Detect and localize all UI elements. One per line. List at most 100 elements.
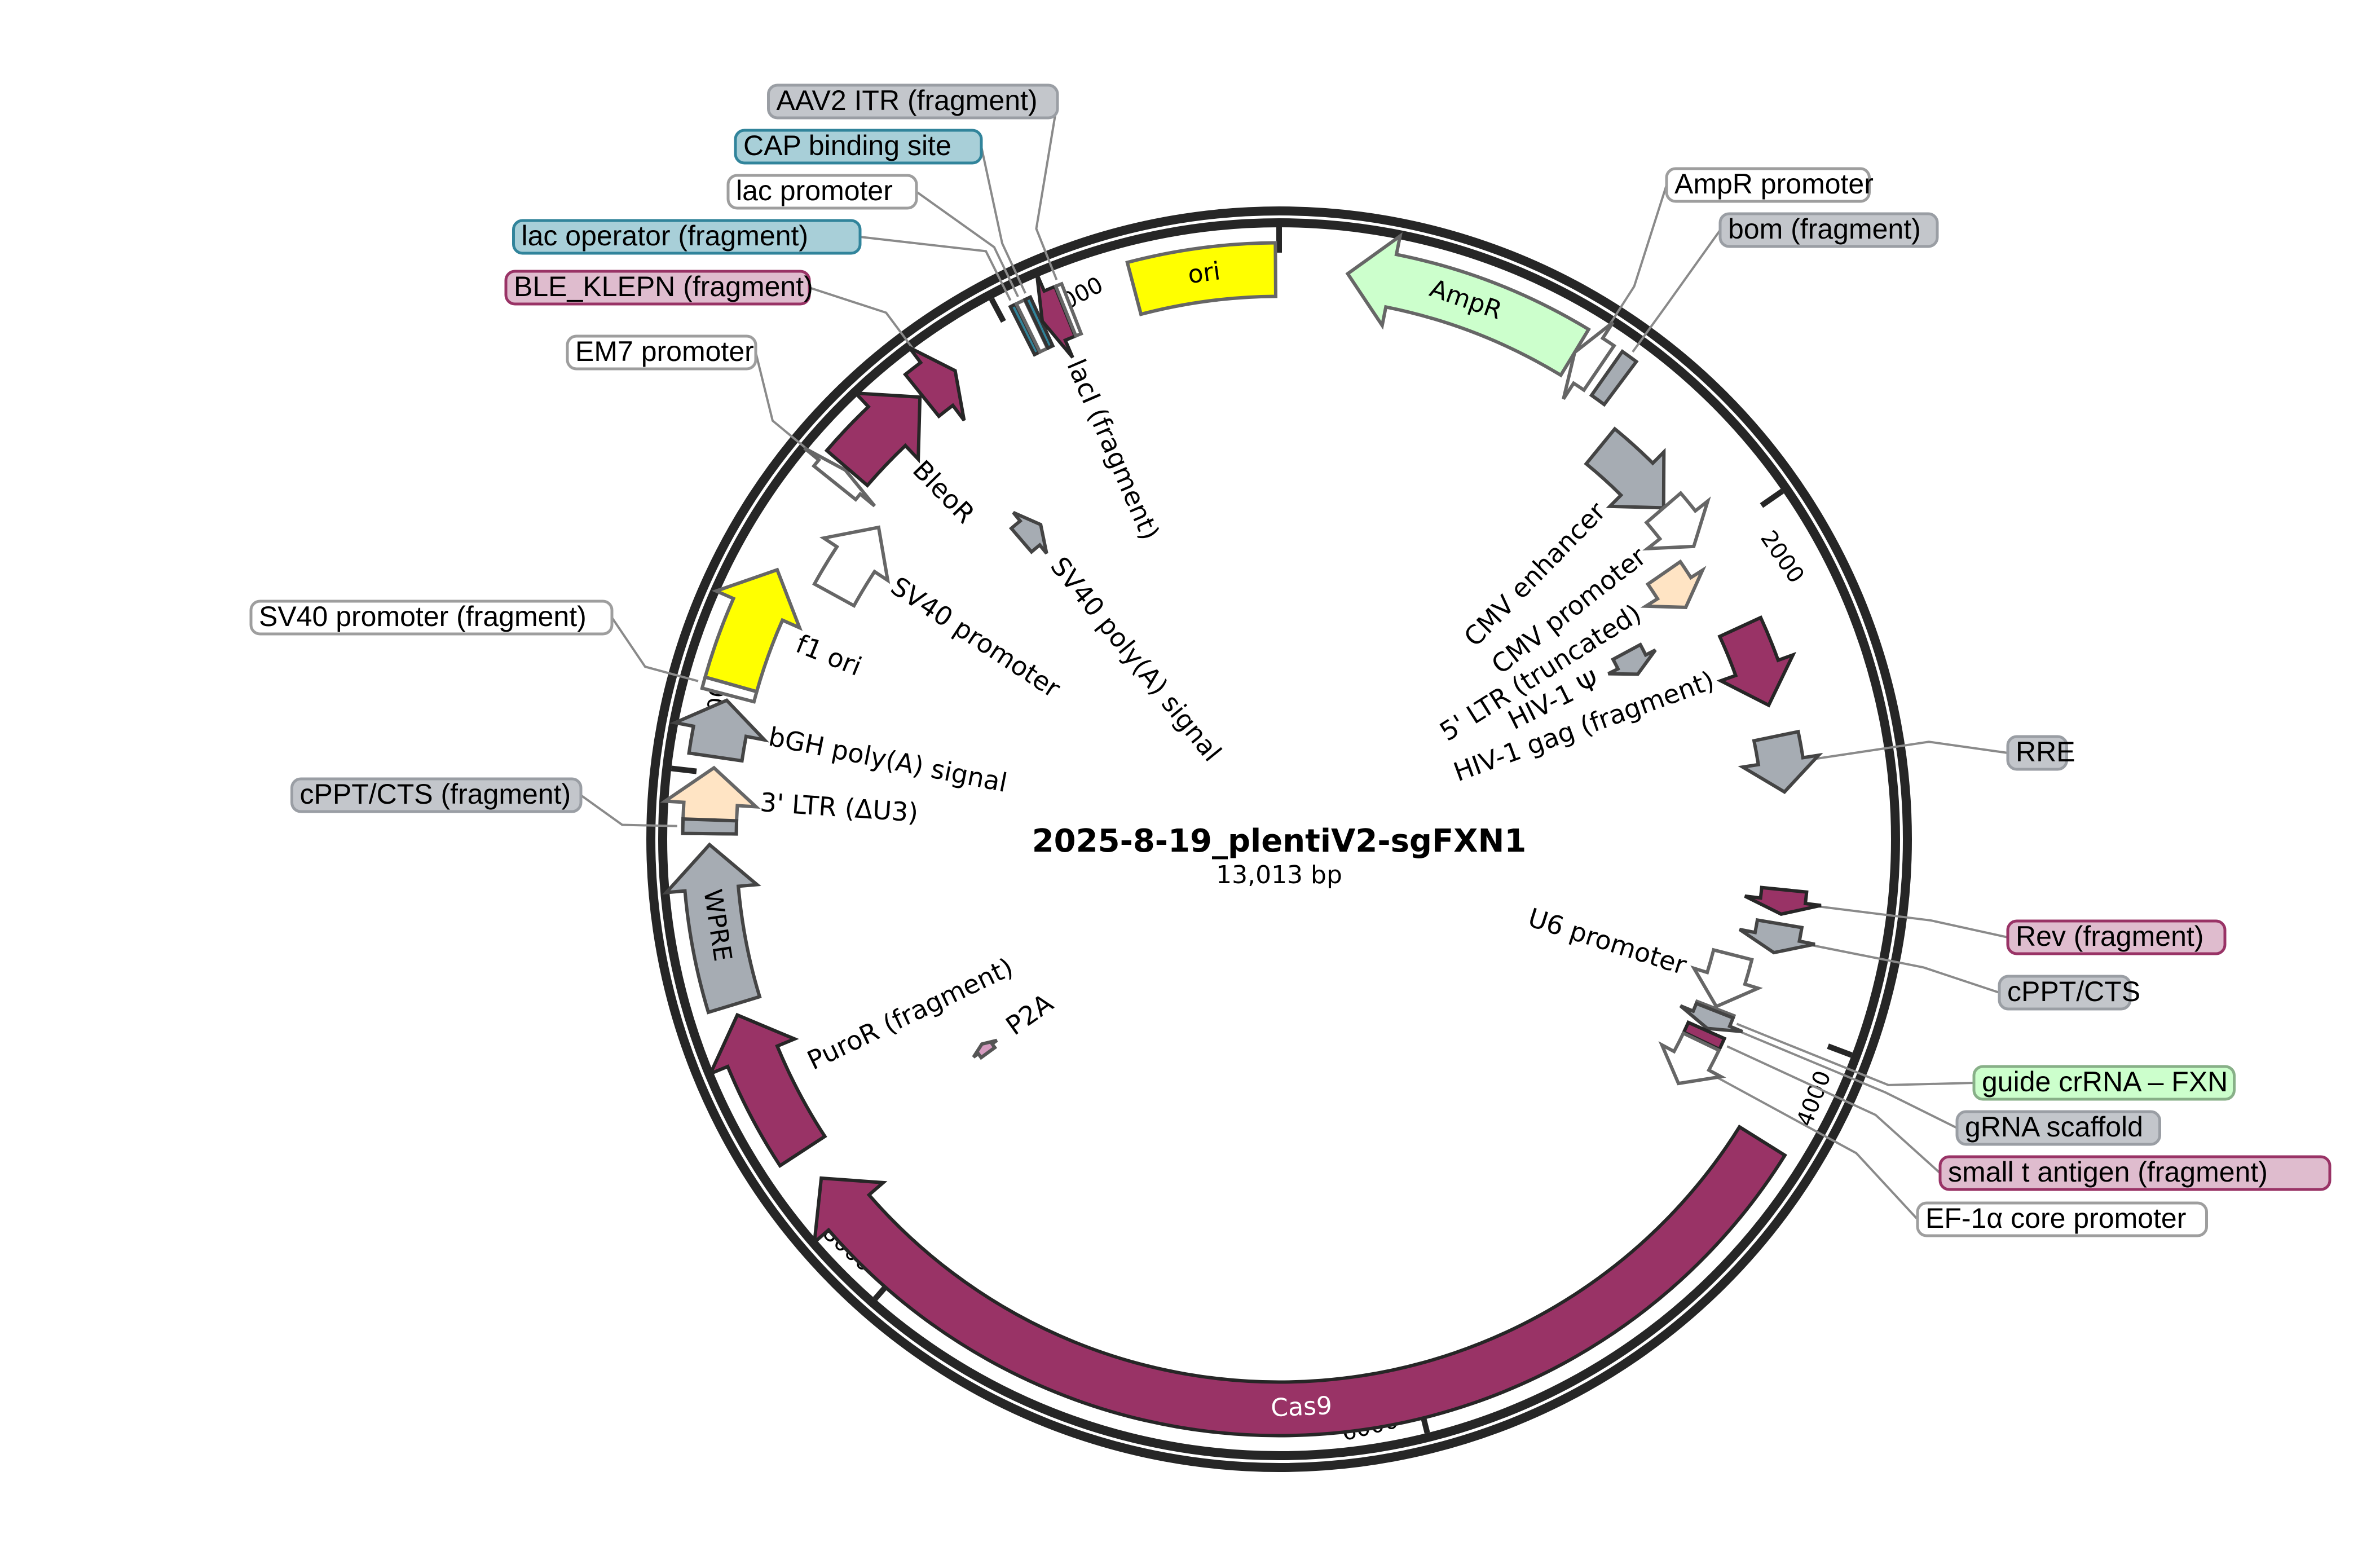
- feature-cppt-cts[interactable]: [1738, 918, 1815, 955]
- callout-text: SV40 promoter (fragment): [259, 601, 587, 632]
- label-u6-promoter: U6 promoter: [1524, 902, 1690, 981]
- label-p2a: P2A: [1001, 987, 1059, 1041]
- feature-hiv1-psi[interactable]: [1607, 642, 1657, 676]
- callout-ef-1-core-promoter[interactable]: EF-1α core promoter: [1916, 1201, 2208, 1237]
- callout-box: [726, 174, 918, 210]
- feature-rev[interactable]: [1744, 885, 1822, 916]
- feature-bleor[interactable]: [824, 391, 922, 488]
- feature-cas9[interactable]: [812, 1124, 1787, 1438]
- callout-text: BLE_KLEPN (fragment): [514, 271, 813, 302]
- callout-ble-klepn-fragment[interactable]: BLE_KLEPN (fragment): [504, 270, 813, 306]
- callout-guide-crrna-fxn[interactable]: guide crRNA – FXN: [1972, 1065, 2236, 1101]
- callout-aav2-itr-fragment[interactable]: AAV2 ITR (fragment): [767, 83, 1059, 120]
- callout-em7-promoter[interactable]: EM7 promoter: [566, 334, 757, 371]
- feature-hiv1-gag[interactable]: [1716, 615, 1797, 708]
- tick-label: 2000: [1755, 526, 1809, 588]
- label-puror: PuroR (fragment): [803, 951, 1018, 1076]
- plasmid-name: 2025-8-19_plentiV2-sgFXN1: [1032, 823, 1527, 860]
- callout-box: [290, 777, 583, 813]
- leader-line: [1734, 1028, 1958, 1129]
- callout-text: AmpR promoter: [1674, 168, 1874, 200]
- feature-ampr-promoter[interactable]: [1562, 321, 1617, 400]
- callout-box: [2006, 735, 2068, 771]
- leader-line: [860, 236, 1012, 301]
- callout-ampr-promoter[interactable]: AmpR promoter: [1665, 167, 1874, 203]
- feature-f1-ori[interactable]: [703, 567, 803, 694]
- callout-box: [249, 600, 614, 636]
- label-f1-ori: f1 ori: [792, 628, 866, 682]
- callout-text: cPPT/CTS: [2007, 976, 2140, 1007]
- label-sv40-polya: SV40 poly(A) signal: [1044, 551, 1227, 767]
- label-cas9: Cas9: [1270, 1391, 1333, 1422]
- feature-ble-klepn[interactable]: [902, 346, 966, 422]
- features: [660, 232, 1823, 1438]
- callout-text: guide crRNA – FXN: [1982, 1066, 2228, 1098]
- feature-sv40-promoter[interactable]: [812, 525, 891, 609]
- leader-line: [980, 146, 1026, 294]
- center-title: 2025-8-19_plentiV2-sgFXN1 13,013 bp: [1032, 823, 1527, 889]
- callout-box: [512, 219, 862, 255]
- tick-mark: [671, 765, 697, 774]
- callout-box: [1972, 1065, 2236, 1101]
- feature-ori[interactable]: [1125, 241, 1277, 316]
- label-bleor: BleoR: [907, 454, 981, 529]
- leader-line: [1804, 942, 2000, 994]
- callout-bom-fragment[interactable]: bom (fragment): [1718, 212, 1939, 248]
- callout-text: RRE: [2016, 736, 2075, 768]
- callout-box: [1938, 1155, 2331, 1191]
- callout-box: [734, 129, 983, 165]
- feature-p2a[interactable]: [972, 1038, 998, 1060]
- leader-line: [755, 352, 816, 457]
- label-laci: lacI (fragment): [1061, 355, 1165, 544]
- callout-lac-promoter[interactable]: lac promoter: [726, 174, 918, 210]
- callout-lac-operator-fragment[interactable]: lac operator (fragment): [512, 219, 862, 255]
- callout-small-t-antigen-fragment[interactable]: small t antigen (fragment): [1938, 1155, 2331, 1191]
- feature-ampr[interactable]: [1345, 232, 1591, 378]
- feature-em7-promoter[interactable]: [803, 446, 876, 508]
- leader-line: [611, 616, 699, 682]
- leader-line: [1712, 1074, 1919, 1220]
- leader-line: [915, 191, 1019, 297]
- callout-rev-fragment[interactable]: Rev (fragment): [2006, 919, 2227, 955]
- callout-text: bom (fragment): [1728, 213, 1921, 245]
- feature-grna-scaffold[interactable]: [1679, 1001, 1743, 1034]
- backbone-ring: [646, 206, 1912, 1472]
- callout-text: EM7 promoter: [575, 336, 754, 367]
- callout-sv40-promoter-fragment[interactable]: SV40 promoter (fragment): [249, 600, 614, 636]
- tick-mark: [1760, 488, 1784, 508]
- callout-text: Rev (fragment): [2016, 920, 2203, 952]
- callout-grna-scaffold[interactable]: gRNA scaffold: [1955, 1110, 2161, 1146]
- feature-u6-promoter[interactable]: [1690, 948, 1763, 1009]
- callout-leaders: [580, 101, 2008, 1220]
- feature-sv40-polya[interactable]: [1008, 511, 1048, 555]
- leader-line: [1632, 229, 1721, 353]
- feature-puror[interactable]: [707, 1012, 827, 1169]
- feature-cppt-cts-frag[interactable]: [681, 817, 739, 836]
- callout-cap-binding-site[interactable]: CAP binding site: [734, 129, 983, 165]
- leader-line: [1035, 101, 1059, 280]
- callout-box: [1718, 212, 1939, 248]
- callout-cppt-cts-fragment[interactable]: cPPT/CTS (fragment): [290, 777, 583, 813]
- backbone-outer-strand: [646, 206, 1912, 1472]
- leader-line: [1726, 1045, 1941, 1174]
- label-3ltr: 3' LTR (ΔU3): [759, 787, 919, 828]
- callout-cppt-cts[interactable]: cPPT/CTS: [1998, 975, 2140, 1011]
- feature-cmv-enhancer[interactable]: [1584, 426, 1666, 510]
- feature-aav2-itr[interactable]: [1054, 281, 1083, 338]
- feature-cmv-promoter[interactable]: [1642, 491, 1711, 551]
- callout-box: [1998, 975, 2132, 1011]
- feature-5ltr[interactable]: [1640, 559, 1707, 609]
- feature-wpre[interactable]: [662, 842, 762, 1015]
- feature-ef1a[interactable]: [1658, 1030, 1726, 1086]
- callout-box: [1665, 167, 1871, 203]
- feature-cap-site[interactable]: [1022, 294, 1055, 351]
- callout-text: lac promoter: [736, 175, 893, 206]
- leader-line: [1809, 741, 2008, 761]
- leader-line: [580, 794, 677, 827]
- callout-rre[interactable]: RRE: [2006, 735, 2075, 771]
- feature-rre[interactable]: [1738, 729, 1823, 794]
- feature-bgh-polya[interactable]: [669, 698, 770, 763]
- leader-line: [1810, 904, 2008, 938]
- tick-mark: [1827, 1043, 1853, 1058]
- feature-bom[interactable]: [1589, 349, 1639, 407]
